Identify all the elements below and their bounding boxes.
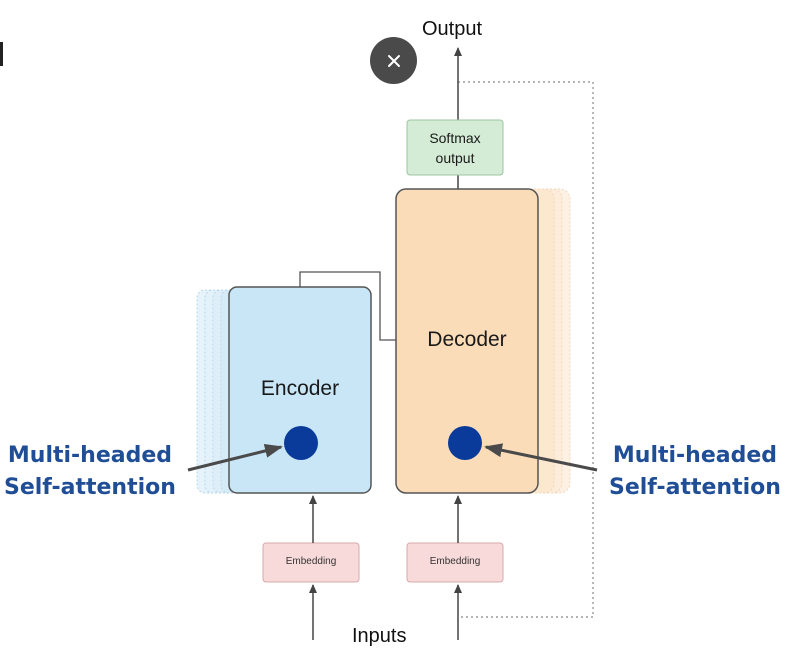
mha-annotation-right: Multi-headed Self-attention xyxy=(609,440,781,504)
mha-right-line2: Self-attention xyxy=(609,475,781,500)
mha-right-pointer xyxy=(484,443,598,472)
softmax-box xyxy=(406,119,504,176)
close-icon xyxy=(387,54,400,67)
edge-fragment xyxy=(0,42,3,66)
embedding-label-right: Embedding xyxy=(429,556,481,567)
embedding-box-right xyxy=(406,542,504,583)
close-button[interactable] xyxy=(370,37,417,84)
mha-left-pointer xyxy=(187,444,283,472)
softmax-label-line2: output xyxy=(435,150,475,166)
mha-left-line1: Multi-headed xyxy=(7,443,173,468)
encoder-box xyxy=(228,286,372,494)
softmax-label: Softmax output xyxy=(407,128,503,168)
output-label: Output xyxy=(422,18,483,40)
decoder-attention-dot xyxy=(448,426,482,460)
mha-annotation-left: Multi-headed Self-attention xyxy=(4,440,176,504)
softmax-label-line1: Softmax xyxy=(429,130,481,146)
embedding-label-left: Embedding xyxy=(285,556,337,567)
decoder-box xyxy=(395,188,539,494)
mha-right-line1: Multi-headed xyxy=(612,443,778,468)
encoder-label: Encoder xyxy=(260,377,340,400)
decoder-label: Decoder xyxy=(427,328,507,351)
encoder-decoder-connector xyxy=(299,271,396,341)
mha-left-line2: Self-attention xyxy=(4,475,176,500)
encoder-attention-dot xyxy=(284,426,318,460)
embedding-box-left xyxy=(262,542,360,583)
inputs-label: Inputs xyxy=(352,625,407,647)
